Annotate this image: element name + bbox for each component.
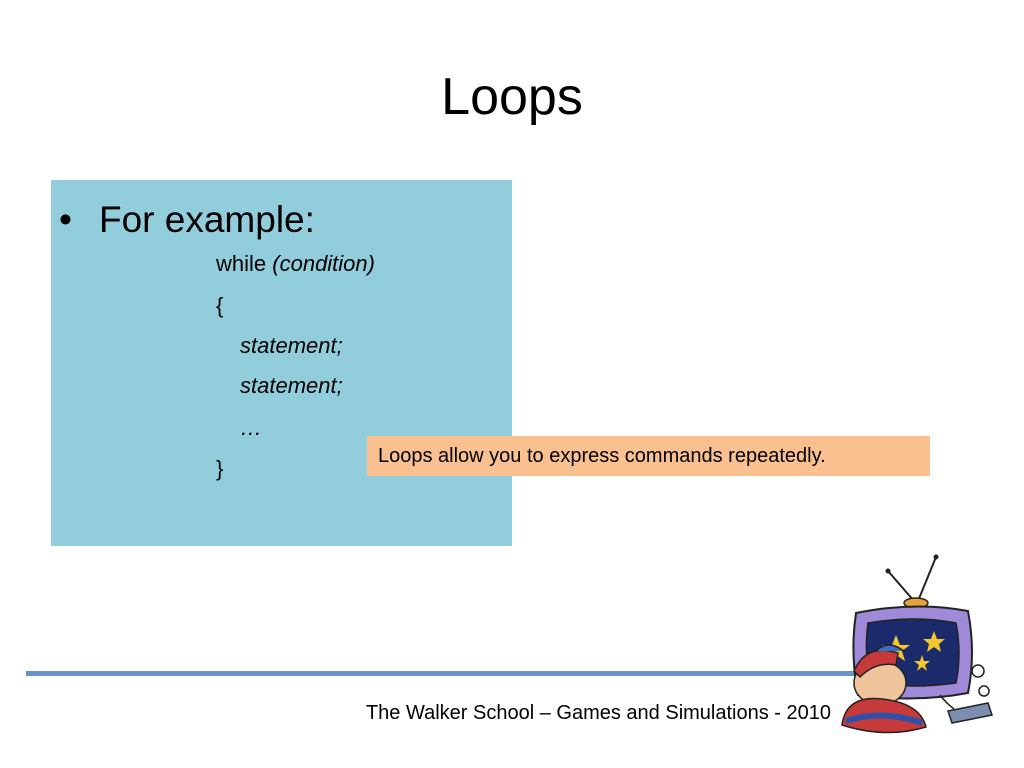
callout-box: Loops allow you to express commands repe… xyxy=(367,436,930,476)
bullet-dot: • xyxy=(59,199,72,240)
tv-clipart-icon xyxy=(841,554,993,734)
code-close-brace: } xyxy=(216,456,224,481)
code-while-line: while (condition) xyxy=(216,250,375,278)
code-statement-1: statement; xyxy=(240,333,343,358)
footer-text: The Walker School – Games and Simulation… xyxy=(365,702,831,724)
slide-title: Loops xyxy=(441,68,583,126)
code-open-brace: { xyxy=(216,293,224,318)
content-box: • For example: while (condition) { state… xyxy=(51,180,512,546)
bullet-text: For example: xyxy=(99,199,315,240)
bullet-item: • For example: xyxy=(59,198,315,242)
code-ellipsis: … xyxy=(240,415,262,440)
code-statement-2: statement; xyxy=(240,373,343,398)
code-while-keyword: while xyxy=(216,251,267,276)
footer-rule xyxy=(26,671,866,676)
code-condition: (condition) xyxy=(272,251,375,276)
